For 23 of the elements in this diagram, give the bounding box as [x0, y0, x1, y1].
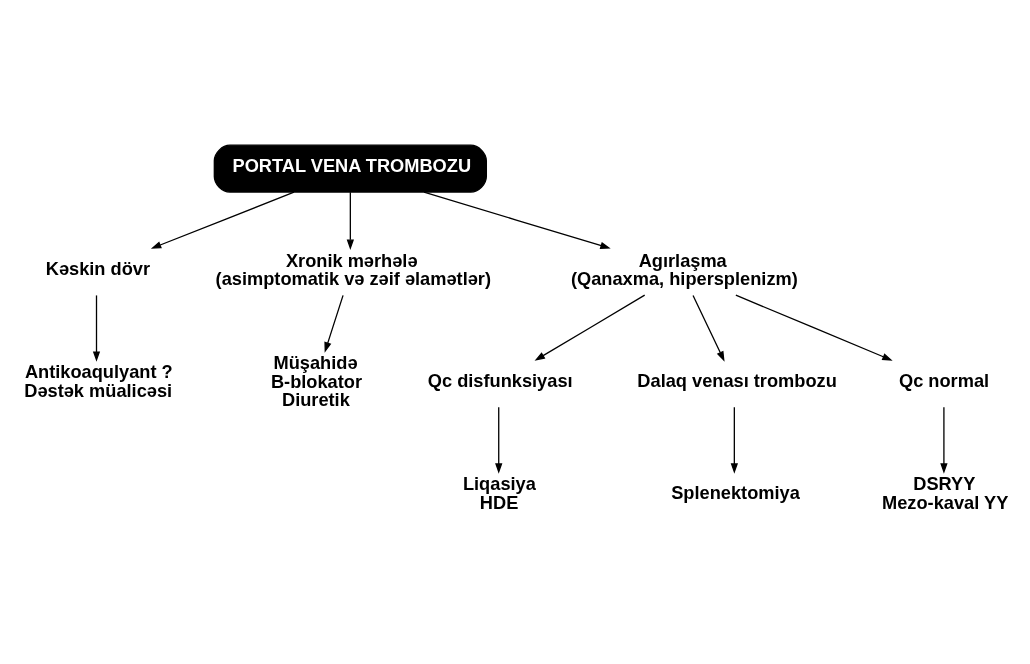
- arrow: [692, 294, 725, 362]
- node-text: Qc disfunksiyası: [427, 370, 573, 391]
- node-text: Qc normal: [899, 370, 990, 391]
- arrow: [940, 406, 948, 474]
- node-text: Antikoaqulyant ? Dəstək müalicəsi: [24, 362, 173, 401]
- node-text: Liqasiya HDE: [462, 474, 536, 513]
- arrow: [92, 294, 101, 362]
- arrow: [423, 191, 611, 250]
- node-text: Dalaq venası trombozu: [637, 370, 837, 391]
- arrow: [735, 294, 893, 361]
- node-text: Xronik mərhələ (asimptomatik və zəif əlamətlər): [215, 250, 492, 289]
- arrow: [495, 406, 503, 474]
- node-text: Müşahidə B-blokator Diuretik: [270, 353, 363, 410]
- arrow: [324, 294, 344, 353]
- node-text: DSRYY Mezo-kaval YY: [882, 474, 1009, 513]
- arrow: [150, 191, 295, 249]
- arrow: [534, 294, 646, 361]
- arrow: [730, 406, 738, 474]
- node-text: Kəskin dövr: [45, 258, 151, 279]
- node-box: PORTAL VENA TROMBOZU: [213, 144, 487, 193]
- node-text: Agırlaşma (Qanaxma, hipersplenizm): [570, 250, 798, 289]
- node-text: Splenektomiya: [671, 482, 800, 503]
- arrow: [346, 191, 354, 250]
